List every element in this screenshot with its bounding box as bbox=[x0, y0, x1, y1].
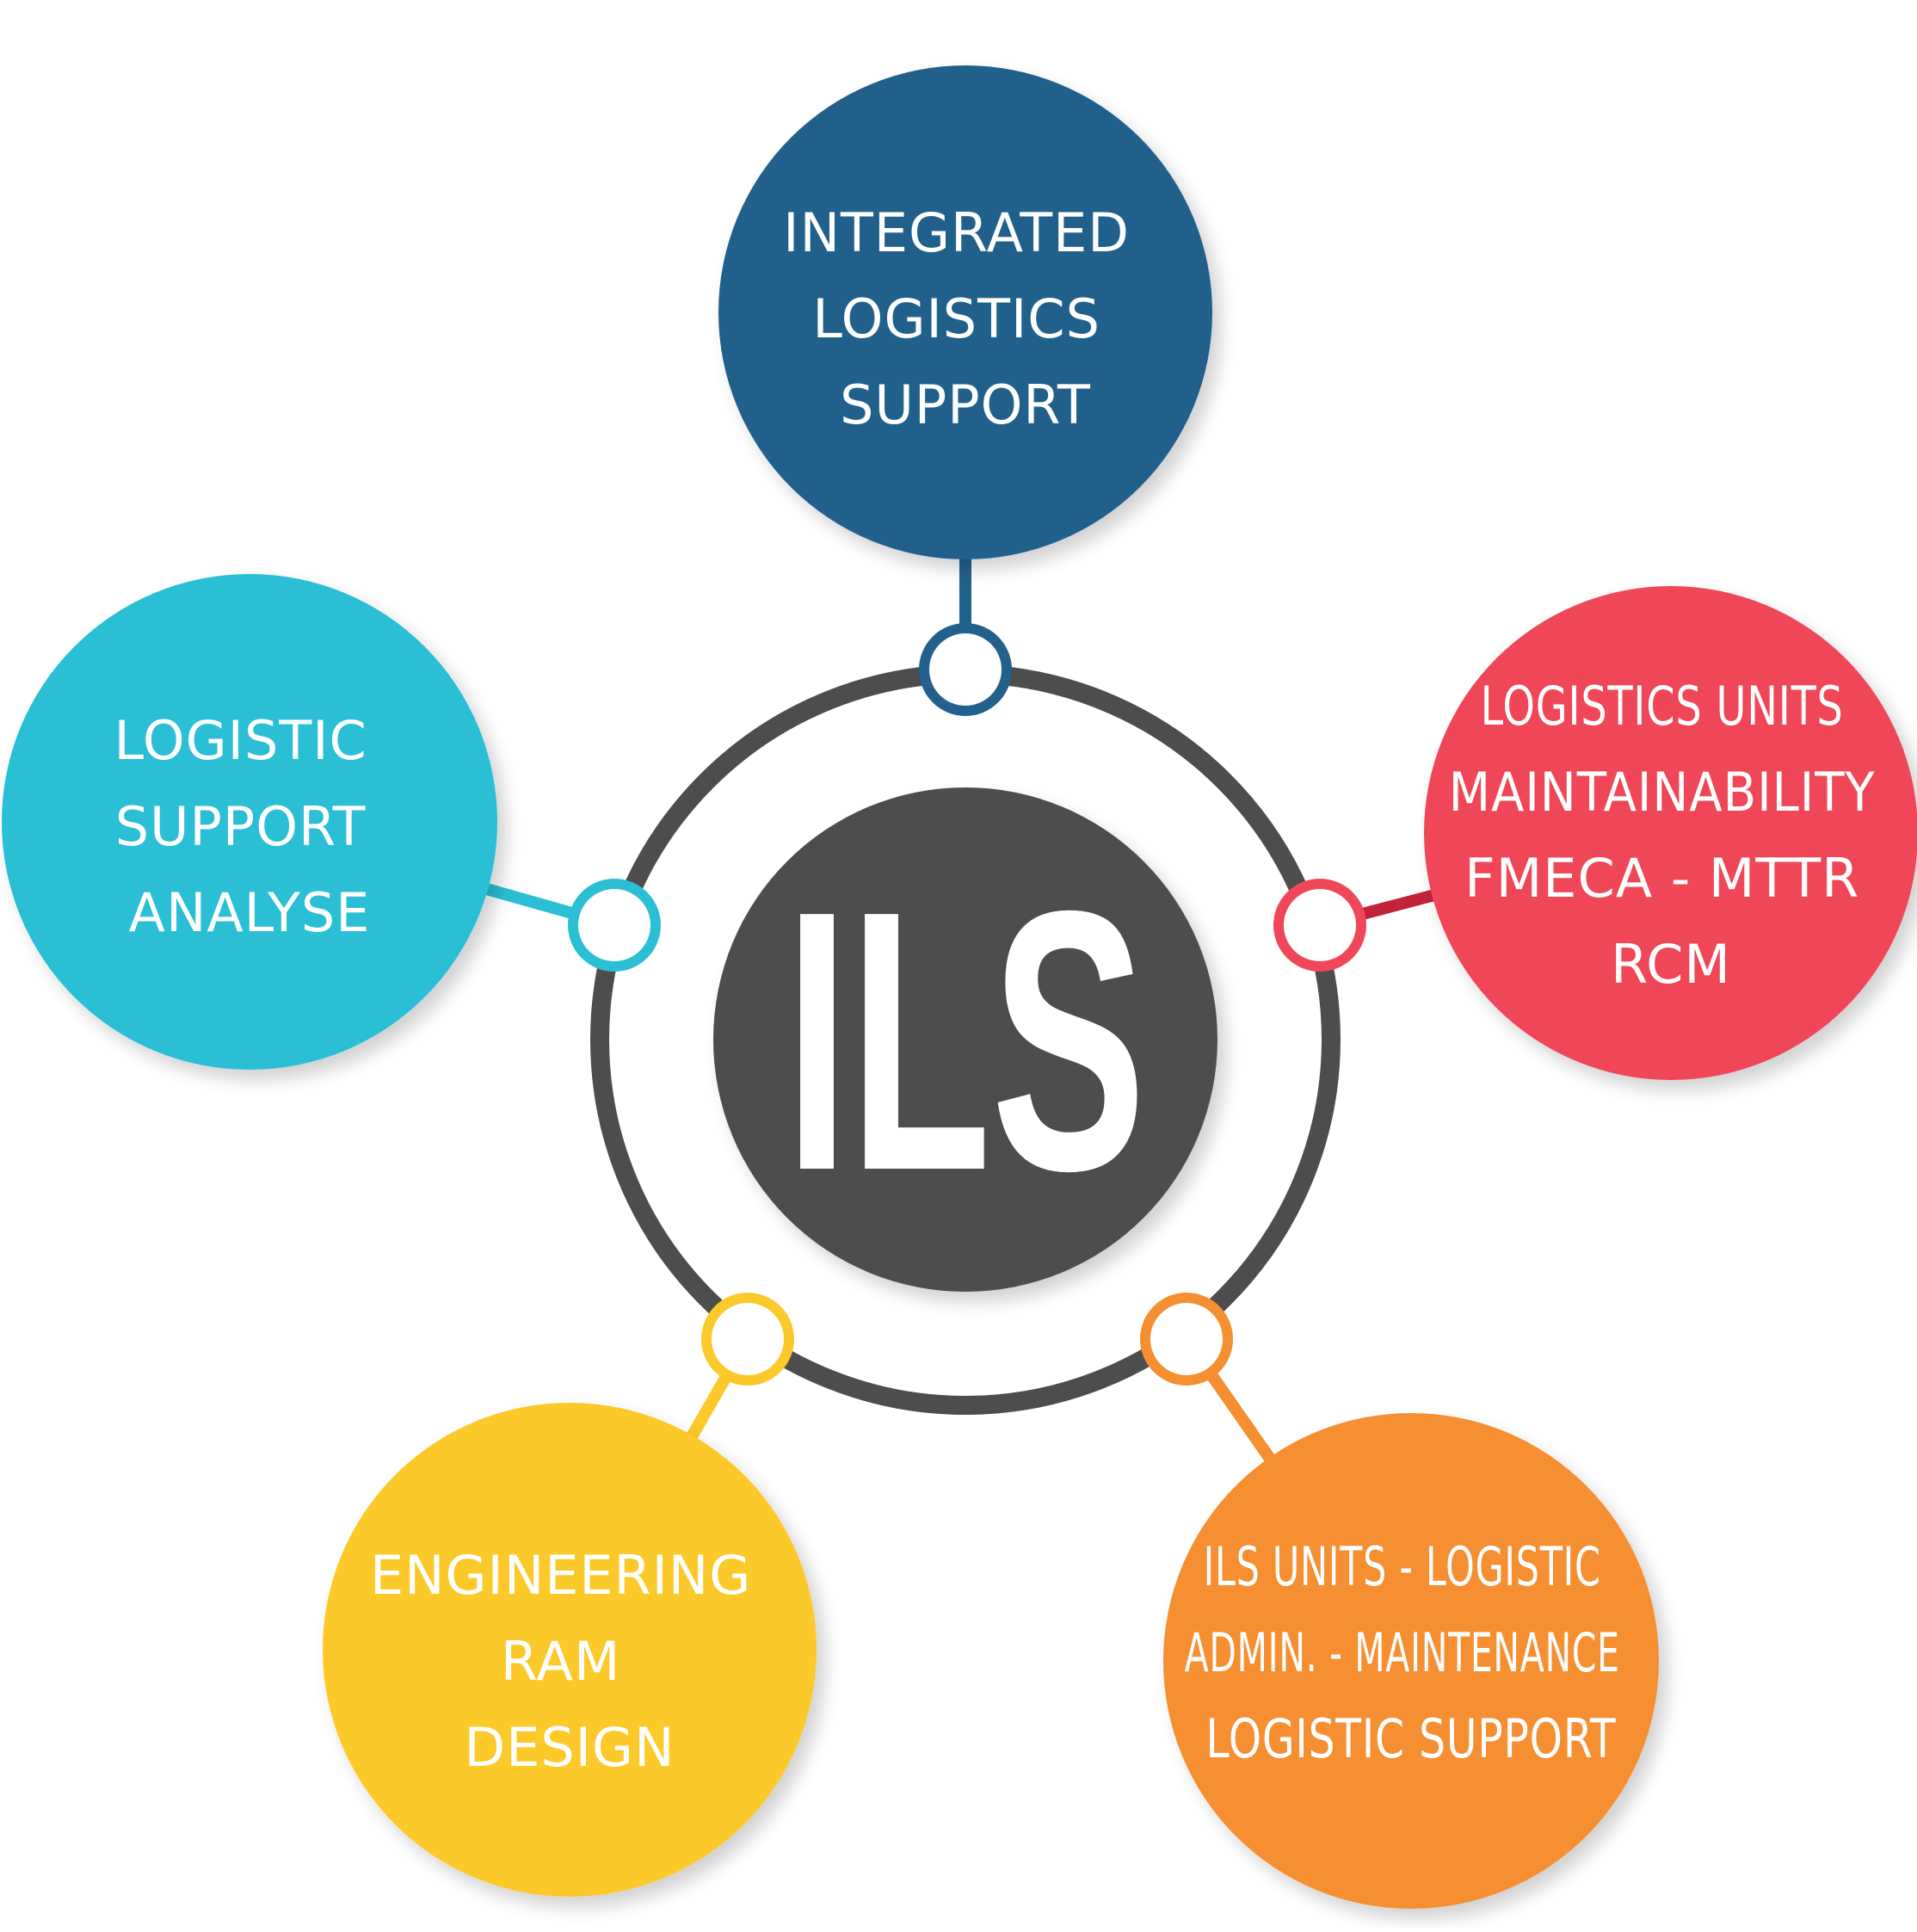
node-circle bbox=[323, 1403, 817, 1897]
node-label: LOGISTICS UNITS MAINTAINABILITY FMECA - … bbox=[1449, 675, 1894, 996]
node-integrated-logistics-support: INTEGRATED LOGISTICS SUPPORT bbox=[718, 65, 1212, 559]
connectors bbox=[478, 551, 1442, 1469]
node-label-line: SUPPORT bbox=[115, 795, 367, 858]
node-label-line: DESIGN bbox=[465, 1716, 675, 1779]
node-label: INTEGRATED LOGISTICS SUPPORT bbox=[783, 201, 1147, 436]
ring-junctions bbox=[568, 623, 1366, 1386]
node-circle bbox=[718, 65, 1212, 559]
node-label-line: MAINTAINABILITY bbox=[1449, 761, 1876, 824]
node-logistic-support-analyse: LOGISTIC SUPPORT ANALYSE bbox=[2, 574, 497, 1070]
node-circle bbox=[1163, 1413, 1659, 1909]
node-engineering-ram-design: ENGINEERING RAM DESIGN bbox=[323, 1403, 817, 1897]
node-label-line: INTEGRATED bbox=[783, 201, 1130, 264]
node-label-line: ENGINEERING bbox=[370, 1544, 751, 1607]
connector-left bbox=[478, 880, 576, 920]
node-ils-units-logistic-admin: ILS UNITS - LOGISTIC ADMIN. - MAINTENANC… bbox=[1163, 1413, 1659, 1909]
node-label-line: LOGISTIC bbox=[114, 709, 367, 772]
node-label-line: LOGISTICS bbox=[812, 287, 1100, 350]
node-label: ILS UNITS - LOGISTIC ADMIN. - MAINTENANC… bbox=[1185, 1535, 1638, 1770]
connector-right bbox=[1358, 887, 1442, 921]
junction-right bbox=[1273, 879, 1366, 972]
node-label-line: FMECA - MTTR bbox=[1464, 847, 1859, 910]
node-label-line: RAM bbox=[501, 1630, 620, 1693]
node-label-line: ANALYSE bbox=[129, 881, 371, 944]
center-label: ILS bbox=[785, 835, 1146, 1248]
node-label-line: LOGISTIC SUPPORT bbox=[1206, 1707, 1617, 1770]
node-label-line: RCM bbox=[1611, 933, 1731, 996]
connector-bottom-right bbox=[1205, 1369, 1279, 1469]
center-node: ILS bbox=[713, 787, 1217, 1292]
junction-left bbox=[568, 879, 661, 972]
junction-top bbox=[919, 623, 1012, 716]
node-label: ENGINEERING RAM DESIGN bbox=[370, 1544, 769, 1779]
node-label-line: ADMIN. - MAINTENANCE bbox=[1185, 1621, 1620, 1684]
node-circle bbox=[2, 574, 497, 1070]
junction-bottom-left bbox=[701, 1293, 794, 1386]
node-label-line: ILS UNITS - LOGISTIC bbox=[1204, 1535, 1601, 1598]
node-circle bbox=[1424, 586, 1917, 1080]
junction-bottom-right bbox=[1140, 1293, 1233, 1386]
node-label: LOGISTIC SUPPORT ANALYSE bbox=[114, 709, 385, 944]
center-circle bbox=[713, 787, 1217, 1292]
node-logistics-units-maintainability: LOGISTICS UNITS MAINTAINABILITY FMECA - … bbox=[1424, 586, 1917, 1080]
connector-bottom-left bbox=[682, 1372, 733, 1447]
node-label-line: LOGISTICS UNITS bbox=[1481, 675, 1844, 738]
node-label-line: SUPPORT bbox=[840, 373, 1091, 436]
